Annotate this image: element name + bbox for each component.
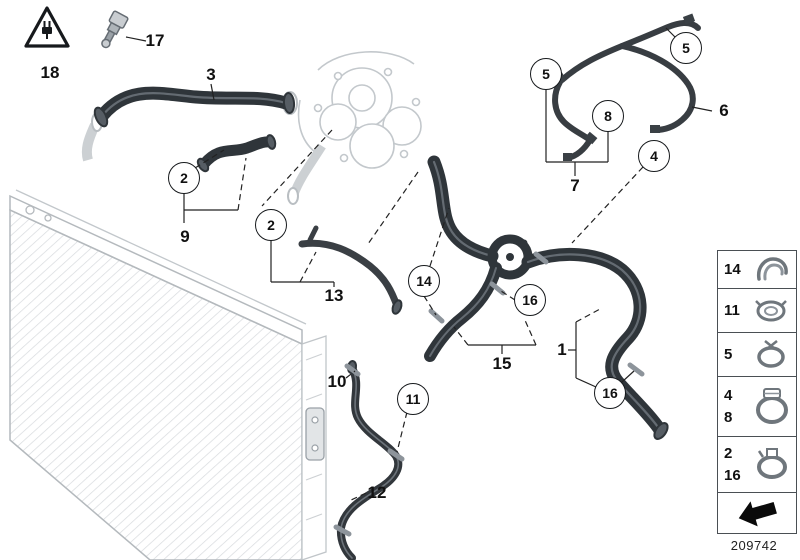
callout-label: 4 [650,148,658,164]
hose-clamp-profile-icon [748,255,796,285]
callout-label: 5 [682,40,690,56]
temperature-sensor-icon [101,10,129,49]
doc-number: 209742 [730,538,778,553]
legend-row-14[interactable]: 14 [718,251,796,289]
label-12[interactable]: 12 [367,483,387,502]
label-3[interactable]: 3 [206,65,216,84]
direction-arrow-icon [718,496,796,530]
worm-drive-clamp-icon [748,385,796,429]
callout-label: 16 [602,385,618,401]
label-15[interactable]: 15 [492,354,512,373]
callout-16-b[interactable]: 16 [594,377,626,409]
callout-label: 5 [542,66,550,82]
legend-row-11[interactable]: 11 [718,289,796,333]
leader-lines [125,27,713,502]
label-18[interactable]: 18 [40,63,60,82]
legend-number: 2 [724,444,733,462]
legend-number: 14 [724,260,741,278]
callout-label: 2 [180,170,188,186]
callout-2-b[interactable]: 2 [255,209,287,241]
warning-triangle-plug-icon [24,6,70,48]
hose-3 [95,86,293,123]
spring-clamp-icon [748,339,796,371]
callout-11[interactable]: 11 [397,383,429,415]
hose-14-center [427,155,499,263]
hose-12 [336,364,403,560]
legend-number: 5 [724,345,733,363]
hose-1 [521,248,667,437]
hose-9 [198,136,276,170]
label-7[interactable]: 7 [570,176,580,195]
legend-row-2-16[interactable]: 2 16 [718,437,796,493]
callout-label: 11 [405,391,421,407]
label-6[interactable]: 6 [719,101,729,120]
legend-row-arrow[interactable] [718,493,796,533]
callout-5-mid[interactable]: 5 [530,58,562,90]
callout-2-a[interactable]: 2 [168,162,200,194]
callout-5-top[interactable]: 5 [670,32,702,64]
callout-8[interactable]: 8 [592,100,624,132]
callout-16-a[interactable]: 16 [514,284,546,316]
callout-label: 14 [416,273,432,289]
screw-clamp-icon [748,295,796,327]
legend-number: 11 [724,301,740,319]
callout-4[interactable]: 4 [638,140,670,172]
legend-row-5[interactable]: 5 [718,333,796,377]
callout-label: 2 [267,217,275,233]
label-13[interactable]: 13 [324,286,344,305]
legend-row-4-8[interactable]: 4 8 [718,377,796,437]
label-1[interactable]: 1 [557,340,567,359]
label-9[interactable]: 9 [180,227,190,246]
callout-label: 16 [522,292,538,308]
coolant-pipe-13 [298,225,401,310]
band-clamp-icon [748,445,796,485]
legend-number: 4 [724,386,733,404]
label-10[interactable]: 10 [327,372,347,391]
fastener-legend: 14 11 5 [717,250,797,534]
callout-14[interactable]: 14 [408,265,440,297]
hose-15 [424,262,502,362]
clamp-marks [333,251,645,537]
label-17[interactable]: 17 [145,31,165,50]
water-pump [81,51,422,205]
radiator [9,189,327,560]
vent-hoses-top-right [552,20,701,161]
legend-number: 16 [724,466,741,484]
callout-label: 8 [604,108,612,124]
legend-number: 8 [724,408,733,426]
